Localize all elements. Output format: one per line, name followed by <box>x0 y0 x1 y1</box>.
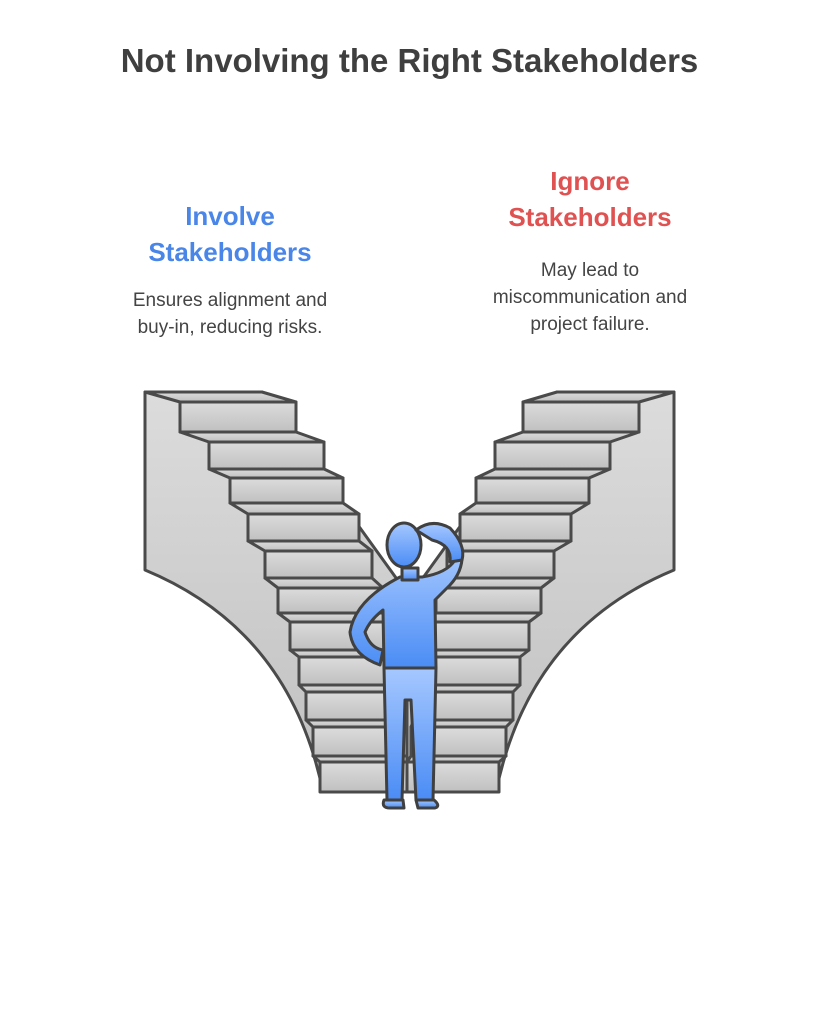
step-riser <box>434 586 543 615</box>
option-involve-heading: Involve Stakeholders <box>110 198 350 270</box>
step-riser <box>263 549 374 580</box>
heading-line: Involve <box>185 201 275 231</box>
step-riser <box>474 476 591 505</box>
person-feet <box>381 798 440 810</box>
right-staircase <box>405 390 676 794</box>
description-line: Ensures alignment and <box>132 290 328 311</box>
page-title: Not Involving the Right Stakeholders <box>120 42 699 79</box>
step-riser <box>493 440 612 471</box>
description-line: May lead to <box>540 260 640 281</box>
person-raised-arm <box>414 522 465 564</box>
step-riser <box>458 512 573 543</box>
heading-line: Stakeholders <box>148 237 312 267</box>
description-line: buy-in, reducing risks. <box>137 317 323 338</box>
heading-line: Ignore <box>550 166 630 196</box>
description-line: miscommunication and <box>492 287 688 308</box>
left-staircase <box>143 390 414 794</box>
option-ignore-heading: Ignore Stakeholders <box>470 163 710 235</box>
step-riser <box>207 440 326 471</box>
person-figure <box>348 521 465 810</box>
person-head <box>385 521 423 569</box>
step-tread <box>228 501 361 516</box>
option-involve-description: Ensures alignment and buy-in, reducing r… <box>90 287 370 341</box>
description-line: project failure. <box>530 314 650 335</box>
person-neck <box>400 566 420 582</box>
heading-line: Stakeholders <box>508 202 672 232</box>
step-riser <box>521 400 641 434</box>
step-riser <box>425 620 531 652</box>
step-riser <box>228 476 345 505</box>
option-ignore-description: May lead to miscommunication and project… <box>450 257 730 338</box>
step-riser <box>178 400 298 434</box>
step-riser <box>288 620 394 652</box>
step-tread <box>458 501 591 516</box>
step-riser <box>246 512 361 543</box>
